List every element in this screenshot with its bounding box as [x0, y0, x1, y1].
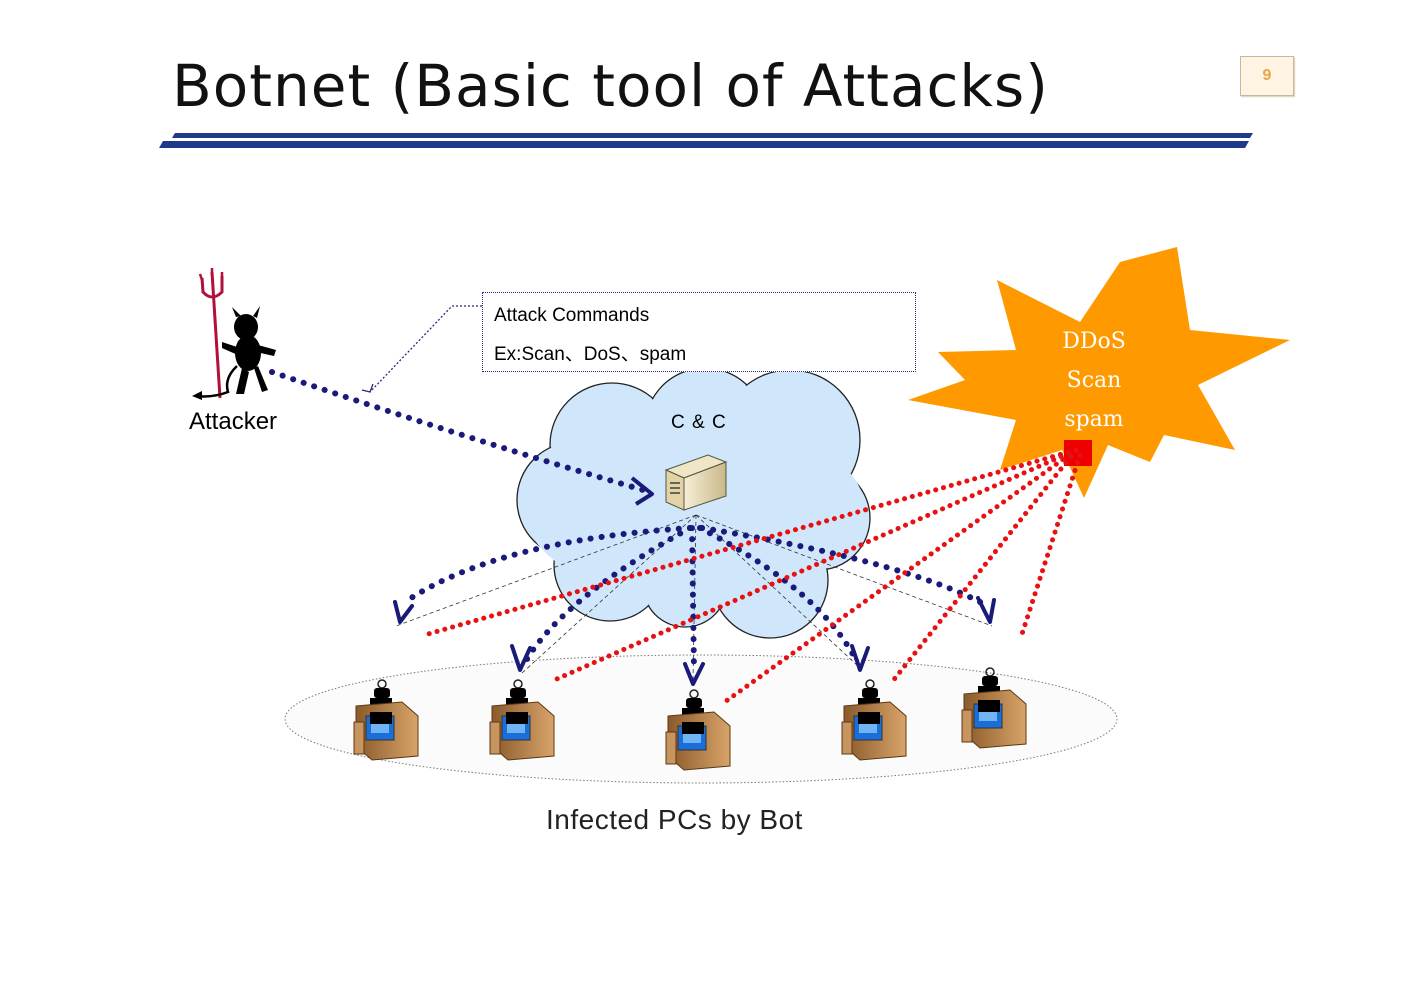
- attack-commands-heading: Attack Commands: [494, 305, 650, 326]
- title-underline: [159, 133, 1253, 148]
- burst-label-ddos: DDoS: [1062, 329, 1126, 354]
- bot-pc-icon: [353, 679, 419, 761]
- page-number-badge: 9: [1240, 56, 1294, 96]
- burst-label-scan: Scan: [1066, 368, 1122, 393]
- bot-pc-icon: [841, 679, 907, 761]
- command-callout-leader: [369, 305, 482, 393]
- cc-command-arrows: [405, 525, 987, 673]
- attack-commands-box: [482, 292, 916, 372]
- devil-icon: [192, 268, 276, 400]
- bot-pc-icon: [961, 667, 1027, 749]
- attacker-label: Attacker: [189, 408, 278, 435]
- infected-pcs-caption: Infected PCs by Bot: [546, 804, 803, 835]
- explosion-burst: [908, 247, 1290, 498]
- cc-server-label: C & C: [671, 412, 727, 433]
- bot-pc-icon: [665, 689, 731, 771]
- server-icon: [664, 454, 728, 511]
- bot-pc-icon: [489, 679, 555, 761]
- trident-icon: [198, 268, 224, 399]
- attack-traffic-lines: [425, 447, 1083, 707]
- burst-label-spam: spam: [1064, 407, 1124, 432]
- slide-title: Botnet (Basic tool of Attacks): [172, 52, 1049, 120]
- attack-commands-example: Ex:Scan、DoS、spam: [494, 344, 687, 365]
- attacker-command-arrow: [269, 369, 653, 495]
